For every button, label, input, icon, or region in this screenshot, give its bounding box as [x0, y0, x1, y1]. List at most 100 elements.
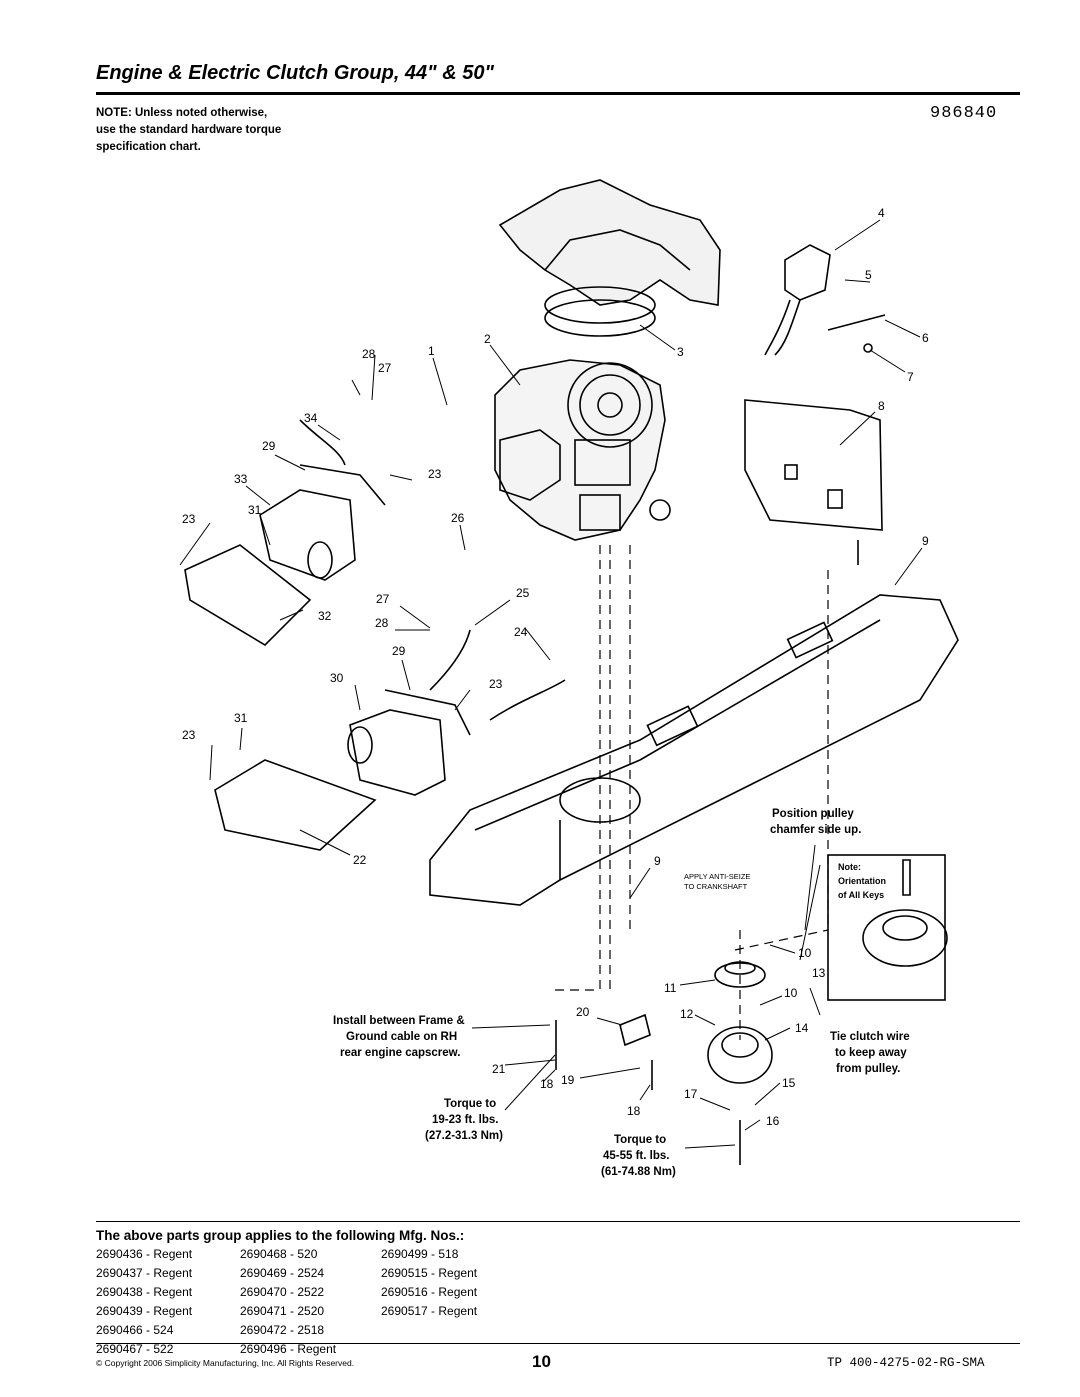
mfg-entry: 2690438 - Regent: [96, 1285, 193, 1299]
callout-label: 27: [376, 592, 390, 606]
callout-label: 22: [353, 853, 367, 867]
callout-label: 9: [922, 534, 929, 548]
mfg-entry: 2690437 - Regent: [96, 1266, 193, 1280]
blower-housing-drawing: [498, 179, 721, 337]
callout-label: 7: [907, 370, 914, 384]
mfg-entry: 2690516 - Regent: [381, 1285, 478, 1299]
callout-label: 23: [489, 677, 503, 691]
torque-note: NOTE: Unless noted otherwise, use the st…: [96, 105, 356, 156]
install-note: Install between Frame &: [333, 1015, 465, 1027]
footer-rule: [96, 1343, 1020, 1344]
callout-label: 23: [428, 467, 442, 481]
callout-label: 13: [812, 966, 826, 980]
mfg-column-1: 2690436 - Regent 2690437 - Regent 269043…: [96, 1245, 192, 1359]
mfg-column-2: 2690468 - 520 2690469 - 2524 2690470 - 2…: [240, 1245, 336, 1359]
muffler-upper-drawing: [184, 419, 386, 647]
torque-note-b: Torque to: [614, 1134, 666, 1146]
callout-label: 32: [318, 609, 332, 623]
mfg-entry: 2690470 - 2522: [240, 1285, 325, 1299]
mfg-heading: The above parts group applies to the fol…: [96, 1228, 465, 1243]
callout-label: 29: [392, 644, 406, 658]
mfg-entry: 2690439 - Regent: [96, 1304, 193, 1318]
callout-label: 31: [234, 711, 248, 725]
position-pulley-note: chamfer side up.: [770, 824, 861, 836]
callout-label: 19: [561, 1073, 575, 1087]
callout-label: 1: [428, 344, 435, 358]
callout-label: 17: [684, 1087, 698, 1101]
callout-label: 3: [677, 345, 684, 359]
anti-seize-note: TO CRANKSHAFT: [684, 882, 748, 891]
key-note: Note:: [838, 862, 861, 872]
muffler-lower-drawing: [214, 629, 566, 851]
key-note: of All Keys: [838, 890, 884, 900]
callout-label: 8: [878, 399, 885, 413]
mfg-entry: 2690466 - 524: [96, 1323, 174, 1337]
callout-label: 25: [516, 586, 530, 600]
callout-label: 29: [262, 439, 276, 453]
torque-note-a: (27.2-31.3 Nm): [425, 1130, 503, 1142]
part-number: 986840: [930, 104, 998, 123]
mfg-entry: 2690515 - Regent: [381, 1266, 478, 1280]
callout-label: 6: [922, 331, 929, 345]
mfg-entry: 2690499 - 518: [381, 1247, 459, 1261]
note-line-3: specification chart.: [96, 141, 201, 153]
callout-label: 9: [654, 854, 661, 868]
callout-label: 31: [248, 503, 262, 517]
tie-clutch-note: Tie clutch wire: [830, 1031, 910, 1043]
mfg-entry: 2690436 - Regent: [96, 1247, 193, 1261]
callout-label: 21: [492, 1062, 506, 1076]
mfg-entry: 2690469 - 2524: [240, 1266, 325, 1280]
install-note: rear engine capscrew.: [340, 1047, 460, 1059]
mfg-entry: 2690472 - 2518: [240, 1323, 325, 1337]
callout-label: 18: [627, 1104, 641, 1118]
document-reference: TP 400-4275-02-RG-SMA: [827, 1356, 985, 1370]
mfg-rule: [96, 1221, 1020, 1222]
fuel-pump-drawing: [764, 244, 886, 356]
note-line-2: use the standard hardware torque: [96, 124, 282, 136]
exploded-parts-diagram: 4 5 6 7 8 9 1 2 3 28 27 34 29 33 23 31 2…: [179, 179, 959, 1178]
mfg-entry: 2690517 - Regent: [381, 1304, 478, 1318]
callout-label: 26: [451, 511, 465, 525]
callout-label: 27: [378, 361, 392, 375]
callout-label: 23: [182, 728, 196, 742]
position-pulley-note: Position pulley: [772, 808, 854, 820]
note-line-1: NOTE: Unless noted otherwise,: [96, 107, 268, 119]
copyright: © Copyright 2006 Simplicity Manufacturin…: [96, 1358, 355, 1368]
callout-label: 18: [540, 1077, 554, 1091]
callout-label: 28: [375, 616, 389, 630]
callout-label: 23: [182, 512, 196, 526]
torque-note-a: 19-23 ft. lbs.: [432, 1114, 498, 1126]
torque-note-a: Torque to: [444, 1098, 496, 1110]
callout-label: 5: [865, 268, 872, 282]
install-note: Ground cable on RH: [346, 1031, 457, 1043]
callout-label: 20: [576, 1005, 590, 1019]
mfg-entry: 2690471 - 2520: [240, 1304, 325, 1318]
frame-drawing: [429, 594, 959, 906]
mfg-entry: 2690468 - 520: [240, 1247, 318, 1261]
page-title: Engine & Electric Clutch Group, 44" & 50…: [96, 62, 494, 84]
callout-label: 28: [362, 347, 376, 361]
callout-label: 11: [664, 981, 677, 995]
callout-label: 14: [795, 1021, 809, 1035]
callout-label: 16: [766, 1114, 780, 1128]
callout-label: 15: [782, 1076, 796, 1090]
engine-drawing: [494, 359, 671, 541]
key-orientation-note-box: [827, 854, 948, 1001]
callout-label: 12: [680, 1007, 694, 1021]
callout-label: 34: [304, 411, 318, 425]
mfg-entry: 2690467 - 522: [96, 1342, 174, 1356]
callout-label: 24: [514, 625, 528, 639]
torque-note-b: (61-74.88 Nm): [601, 1166, 676, 1178]
heat-shield-drawing: [744, 399, 883, 565]
anti-seize-note: APPLY ANTI-SEIZE: [684, 872, 750, 881]
callout-label: 30: [330, 671, 344, 685]
callout-label: 33: [234, 472, 248, 486]
key-note: Orientation: [838, 876, 886, 886]
mfg-column-3: 2690499 - 518 2690515 - Regent 2690516 -…: [381, 1245, 477, 1321]
callout-label: 2: [484, 332, 491, 346]
torque-note-b: 45-55 ft. lbs.: [603, 1150, 669, 1162]
tie-clutch-note: from pulley.: [836, 1063, 900, 1075]
mfg-entry: 2690496 - Regent: [240, 1342, 337, 1356]
page-number: 10: [532, 1352, 551, 1371]
callout-label: 10: [784, 986, 798, 1000]
